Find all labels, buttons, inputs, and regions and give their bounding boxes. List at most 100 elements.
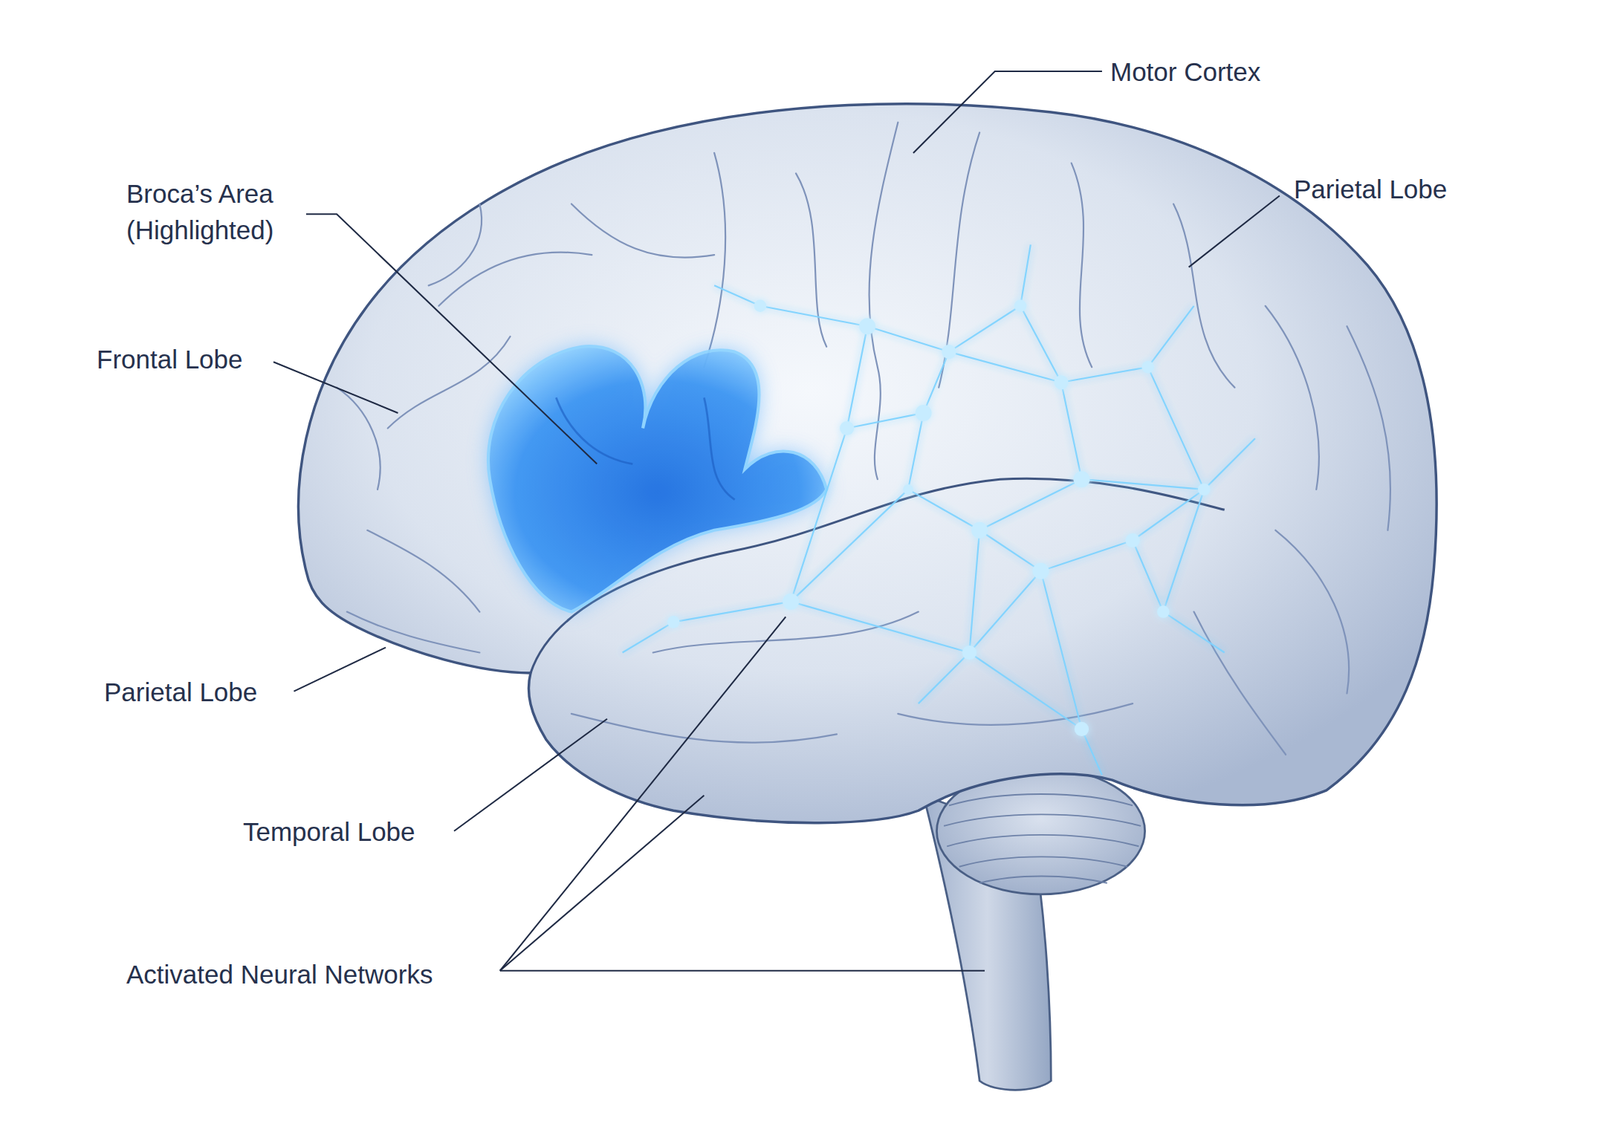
- neural-network: [1061, 382, 1082, 480]
- gyri: [1173, 204, 1235, 388]
- neural-network: [1041, 541, 1134, 572]
- part-label: Activated Neural Networks: [126, 956, 433, 993]
- neural-network: [1041, 571, 1083, 730]
- neural-network: [790, 601, 970, 654]
- cerebellum: [946, 835, 1139, 847]
- gyri: [571, 204, 715, 258]
- part-label: Frontal Lobe: [96, 341, 244, 378]
- neural-network: [760, 306, 868, 327]
- neural-node: [1141, 361, 1154, 374]
- neural-network: [847, 413, 924, 429]
- leader-line: [454, 719, 608, 832]
- neural-network: [1020, 306, 1062, 383]
- gyri: [336, 122, 1391, 756]
- neural-network: [979, 479, 1082, 531]
- neural-node: [1197, 483, 1210, 496]
- neural-network: [1203, 438, 1256, 490]
- neural-node: [667, 300, 1210, 737]
- neural-node: [915, 405, 932, 422]
- neural-network: [969, 571, 1041, 654]
- neural-network: [790, 428, 848, 602]
- leader-line: [500, 795, 705, 972]
- neural-network: [1132, 489, 1204, 542]
- neural-network: [1020, 244, 1031, 306]
- neural-network: [918, 652, 970, 704]
- part-label: Broca’s Area (Highlighted): [126, 175, 313, 249]
- neural-network: [1081, 729, 1102, 776]
- leader-line: [500, 616, 786, 971]
- neural-node: [1074, 722, 1089, 737]
- leader-line: [273, 361, 399, 414]
- broca-highlight: [703, 397, 735, 500]
- gyri: [938, 132, 980, 388]
- gyri: [428, 204, 482, 287]
- gyri: [1194, 612, 1287, 756]
- cerebellum: [943, 814, 1141, 826]
- leader-line: [500, 970, 985, 973]
- leader-line: [293, 648, 386, 692]
- neural-node: [1053, 375, 1068, 390]
- broca-highlight: [488, 346, 827, 612]
- cerebellum: [959, 856, 1129, 867]
- cerebellum: [949, 794, 1133, 806]
- gyri: [1346, 326, 1390, 531]
- neural-node: [782, 593, 799, 611]
- gyri: [1265, 306, 1320, 490]
- neural-network: [673, 601, 791, 623]
- broca-highlight: [488, 346, 827, 612]
- cerebrum: [298, 104, 1437, 824]
- neural-node: [839, 421, 854, 436]
- neural-node: [1014, 300, 1027, 313]
- neural-node: [941, 344, 956, 359]
- neural-network: [622, 244, 1256, 776]
- part-label: Parietal Lobe: [104, 674, 258, 711]
- neural-network: [1148, 306, 1195, 368]
- leader-line: [1189, 196, 1280, 268]
- neural-network: [1148, 367, 1205, 490]
- neural-network: [969, 530, 980, 654]
- neural-network: [867, 326, 950, 352]
- gyri: [868, 122, 898, 480]
- part-label: Motor Cortex: [1110, 53, 1261, 90]
- leader-line: [306, 214, 597, 464]
- neural-network: [1061, 367, 1149, 383]
- neural-node: [667, 616, 680, 628]
- neural-node: [1073, 471, 1090, 488]
- neural-network: [979, 530, 1041, 572]
- cerebrum: [298, 104, 1437, 824]
- part-label: Temporal Lobe: [243, 813, 416, 851]
- neural-network: [1132, 541, 1164, 613]
- broca-highlight: [488, 346, 827, 612]
- neural-network: [949, 352, 1062, 383]
- gyri: [367, 530, 480, 613]
- leader-line: [273, 71, 1280, 972]
- leader-line: [913, 71, 1103, 154]
- neural-node: [1032, 563, 1050, 580]
- neural-network: [847, 326, 868, 429]
- neural-network: [1163, 612, 1224, 654]
- neural-network: [908, 489, 980, 531]
- neural-node: [1157, 605, 1169, 618]
- gyri: [1071, 163, 1092, 368]
- cerebellum: [979, 876, 1108, 883]
- neural-network: [949, 306, 1021, 353]
- neural-network: [923, 352, 950, 414]
- neural-node: [859, 318, 876, 335]
- neural-network: [1163, 489, 1204, 613]
- neural-node: [902, 484, 914, 495]
- gyri: [795, 173, 827, 347]
- gyri: [1275, 530, 1349, 695]
- neural-node: [1125, 533, 1140, 548]
- broca-highlight: [555, 397, 633, 464]
- part-label: Parietal Lobe: [1293, 170, 1447, 208]
- gyri: [703, 153, 726, 368]
- gyri: [438, 252, 592, 307]
- gyri: [897, 703, 1133, 726]
- neural-network: [908, 413, 924, 490]
- neural-network: [1081, 479, 1204, 490]
- gyri: [387, 336, 511, 429]
- neural-node: [962, 645, 977, 660]
- neural-network: [714, 285, 761, 306]
